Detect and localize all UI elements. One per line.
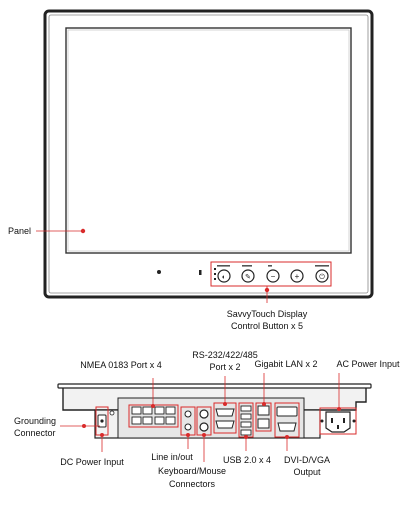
kbm-label-1: Keyboard/Mouse [158,466,226,476]
usb-label: USB 2.0 x 4 [223,455,271,465]
rear-view: NMEA 0183 Port x 4 RS-232/422/485 Port x… [14,350,400,489]
nmea-port-icon [131,416,142,425]
plus-glyph: + [295,272,300,281]
ac-pins [331,418,345,429]
brightness-glyph: ◐ [222,274,226,281]
rear-chassis-top [57,383,372,389]
usb-port-icon [240,429,252,436]
power-glyph: ⏻ [319,273,325,281]
serial-port-2-icon [215,420,235,429]
usb-port-icon [240,405,252,412]
minus-button-icon[interactable] [266,269,280,283]
lan-port-1-icon [257,405,270,416]
buttons-caption-1: SavvyTouch Display [227,309,308,319]
button-caption-marks [217,265,329,267]
ground-screw-icon [109,410,115,416]
nmea-port-icon [165,406,176,415]
dvi-label-1: DVI-D/VGA [284,455,330,465]
button-1[interactable]: ◐ [217,269,231,283]
usb-port-icon [240,413,252,420]
rear-leaders [60,373,340,462]
plus-button-icon[interactable] [290,269,304,283]
button-5[interactable]: ⏻ [315,269,329,283]
front-view: Panel ◐ ✎ − [8,9,374,331]
nmea-port-icon [154,416,165,425]
control-side-marks [214,268,216,280]
grounding-label-2: Connector [14,428,56,438]
display-panel-inner [67,29,350,252]
kbm-label-2: Connectors [169,479,216,489]
nmea-label: NMEA 0183 Port x 4 [80,360,162,370]
light-sensor-icon [157,270,161,274]
buttons-caption-2: Control Button x 5 [231,321,303,331]
button-2[interactable]: ✎ [241,269,255,283]
panel-label: Panel [8,226,31,236]
buttons-marker [264,287,270,293]
ac-inlet-icon [325,411,351,433]
ac-screw-left-icon [320,419,324,423]
line-out-jack-icon [184,423,192,431]
minus-glyph: − [271,272,276,281]
vga-port-icon [277,422,297,432]
control-button-box [210,261,332,287]
ac-screw-right-icon [352,419,356,423]
display-panel [65,27,352,254]
info-glyph: ✎ [245,274,251,281]
rear-markers [82,402,341,439]
front-bezel-inner [48,14,369,294]
dc-label: DC Power Input [60,457,124,467]
line-in-jack-icon [184,410,192,418]
ac-label: AC Power Input [336,359,400,369]
dvi-label-2: Output [293,467,321,477]
usb-ports [240,405,252,436]
nmea-port-icon [131,406,142,415]
dc-pin-icon [100,419,104,423]
nmea-port-icon [154,406,165,415]
lan-port-2-icon [257,418,270,429]
lan-label: Gigabit LAN x 2 [254,359,317,369]
power-button-icon[interactable] [315,269,329,283]
button-3[interactable]: − [266,269,280,283]
nmea-port-icon [142,416,153,425]
info-button-icon[interactable] [241,269,255,283]
ps2-keyboard-icon [199,409,209,419]
grounding-label-1: Grounding [14,416,56,426]
nmea-ports [131,406,176,425]
button-4[interactable]: + [290,269,304,283]
line-io-label: Line in/out [151,452,193,462]
brightness-button-icon[interactable] [217,269,231,283]
power-led-icon [199,270,202,275]
panel-marker [80,228,86,234]
nmea-port-icon [142,406,153,415]
nmea-port-icon [165,416,176,425]
dvi-port-icon [276,406,298,417]
rs232-label-2: Port x 2 [209,362,240,372]
serial-port-1-icon [215,408,235,417]
rs232-label-1: RS-232/422/485 [192,350,258,360]
ps2-mouse-icon [199,422,209,432]
usb-port-icon [240,421,252,428]
